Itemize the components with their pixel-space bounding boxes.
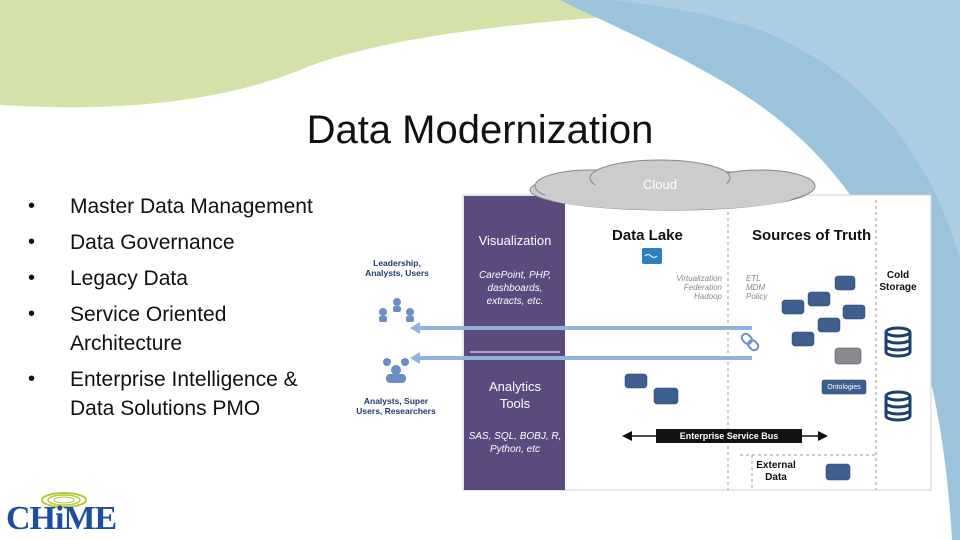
people-icon-top (379, 298, 414, 322)
data-lake-icon (642, 248, 662, 264)
bullet-item: Service Oriented Architecture (28, 300, 338, 358)
cloud-label: Cloud (643, 177, 677, 192)
visualization-heading: Visualization (478, 233, 552, 248)
cold-storage-db-icon (884, 390, 912, 422)
chime-logo-text: CHiME (6, 500, 117, 537)
page-title: Data Modernization (306, 108, 654, 152)
sources-of-truth-heading: Sources of Truth (752, 227, 872, 244)
bullet-item: Enterprise Intelligence & Data Solutions… (28, 365, 338, 423)
bullet-list: Master Data Management Data Governance L… (28, 192, 338, 430)
bullet-item: Master Data Management (28, 192, 338, 221)
analytics-heading: Analytics Tools (488, 379, 542, 411)
analytics-text: SAS, SQL, BOBJ, R, Python, etc (468, 431, 562, 455)
visualization-text: CarePoint, PHP, dashboards, extracts, et… (478, 270, 552, 307)
arrow-bottom-head (410, 352, 420, 364)
cold-storage-label: Cold Storage (879, 270, 917, 293)
bullet-item: Legacy Data (28, 264, 338, 293)
bullet-item: Data Governance (28, 228, 338, 257)
ontologies-label: Ontologies (827, 384, 861, 391)
service-bus-label: Enterprise Service Bus (679, 431, 779, 441)
external-data-label: External Data (756, 460, 796, 483)
arrow-top-head (410, 322, 420, 334)
corner-blue-inner (610, 0, 960, 260)
chime-logo (41, 492, 87, 508)
actor-top-label: Leadership, Analysts, Users (365, 258, 429, 278)
cold-storage-db-icon (884, 326, 912, 358)
link-icon (740, 332, 760, 352)
purple-column (464, 196, 565, 490)
cloud-shape (529, 159, 816, 211)
virtualization-text: Virtualization Federation Hadoop (676, 274, 722, 301)
actor-bottom-label: Analysts, Super Users, Researchers (356, 396, 436, 416)
corner-green-swoosh (0, 0, 960, 108)
database-cluster (624, 275, 867, 481)
corner-blue-swoosh (560, 0, 960, 540)
people-icon-bottom (383, 358, 409, 383)
data-lake-heading: Data Lake (612, 227, 683, 244)
service-bus-box (656, 429, 802, 443)
etl-text: ETL MDM Policy (746, 274, 768, 301)
